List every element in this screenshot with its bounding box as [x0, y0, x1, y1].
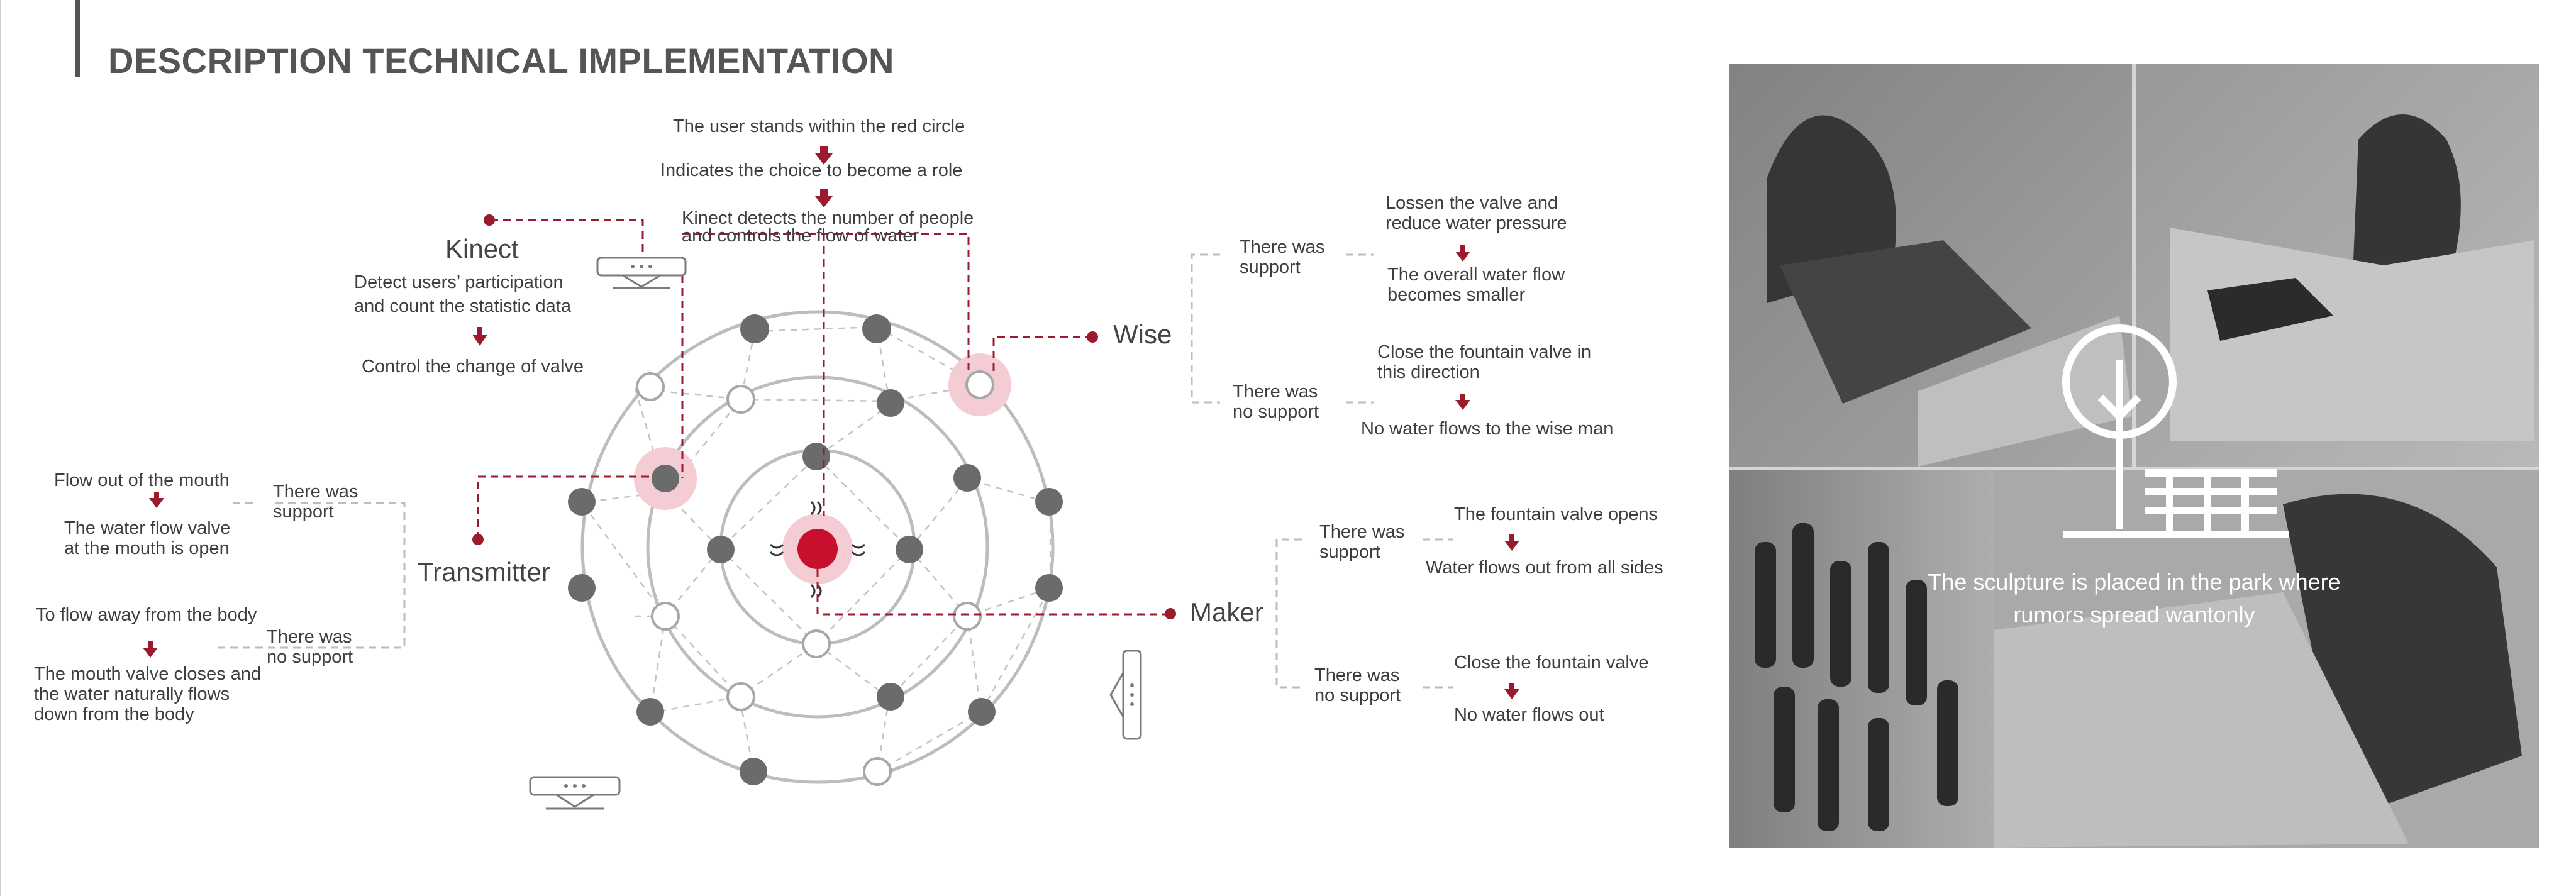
node-gray — [953, 464, 981, 492]
arrow-down — [815, 189, 833, 207]
photo-collage-image — [1729, 64, 2539, 848]
node-gray — [707, 536, 735, 563]
transmitter-support: There was support — [273, 482, 358, 522]
transmitter-dot — [472, 534, 484, 545]
maker-support-top: The fountain valve opens — [1454, 504, 1658, 524]
center-flow-step-2: Indicates the choice to become a role — [660, 158, 962, 182]
wise-support: There was support — [1240, 237, 1324, 277]
maker-support-bottom: Water flows out from all sides — [1426, 558, 1663, 578]
arrow-down — [149, 492, 164, 508]
kinect-dot — [484, 214, 495, 226]
node-gray — [636, 698, 664, 726]
node-gray — [896, 536, 923, 563]
center-user-node — [797, 529, 838, 569]
transmitter-no-support-top: To flow away from the body — [36, 605, 257, 625]
transmitter-bracket — [214, 503, 404, 648]
wise-bracket — [1192, 255, 1220, 402]
node-white — [967, 372, 993, 398]
wise-dot — [1087, 331, 1098, 343]
photo-caption: The sculpture is placed in the park wher… — [1729, 566, 2539, 631]
arrow-down — [472, 327, 487, 346]
wise-no-support-top: Close the fountain valve in this directi… — [1377, 342, 1591, 382]
node-gray — [740, 314, 769, 343]
arrow-down — [1455, 245, 1470, 262]
maker-dot — [1165, 608, 1176, 619]
node-white — [954, 603, 980, 629]
arrow-down — [1455, 394, 1470, 410]
node-white — [637, 373, 663, 400]
maker-support: There was support — [1319, 522, 1404, 562]
arrow-down — [143, 641, 158, 658]
node-white — [864, 758, 891, 785]
maker-no-support-bottom: No water flows out — [1454, 705, 1604, 725]
wise-support-bottom: The overall water flow becomes smaller — [1387, 265, 1565, 305]
transmitter-no-support-bottom: The mouth valve closes and the water nat… — [34, 664, 261, 724]
kinect-label: Kinect — [445, 234, 519, 264]
node-white — [728, 683, 754, 710]
node-gray — [877, 683, 904, 711]
maker-label: Maker — [1190, 597, 1263, 628]
kinect-connector-right — [682, 234, 969, 371]
kinect-result: Control the change of valve — [362, 355, 584, 379]
maker-bracket — [1277, 539, 1302, 687]
node-gray — [1035, 488, 1063, 516]
node-gray — [877, 389, 904, 417]
wise-label: Wise — [1113, 319, 1172, 350]
node-white — [803, 631, 830, 657]
maker-no-support-top: Close the fountain valve — [1454, 653, 1649, 673]
node-gray — [568, 488, 596, 516]
photo-collage: The sculpture is placed in the park wher… — [1729, 64, 2539, 848]
wise-support-top: Lossen the valve and reduce water pressu… — [1385, 193, 1567, 233]
transmitter-no-support: There was no support — [267, 627, 353, 667]
kinect-desc-line1: Detect users’ participation — [354, 270, 564, 294]
node-white — [728, 386, 754, 412]
wise-bracket-branch — [1346, 255, 1374, 402]
wise-no-support: There was no support — [1233, 382, 1319, 422]
arrow-down — [1504, 683, 1519, 699]
center-flow-step-4: and controls the flow of water — [682, 224, 919, 248]
transmitter-connector — [478, 477, 650, 539]
maker-connector — [818, 569, 1170, 614]
node-gray — [652, 465, 679, 492]
maker-no-support: There was no support — [1314, 665, 1401, 705]
node-gray — [1035, 574, 1063, 602]
center-flow-step-1: The user stands within the red circle — [673, 114, 965, 138]
wise-no-support-bottom: No water flows to the wise man — [1361, 419, 1613, 439]
transmitter-support-bottom: The water flow valve at the mouth is ope… — [64, 518, 230, 558]
transmitter-support-top: Flow out of the mouth — [54, 470, 230, 490]
node-gray — [568, 574, 596, 602]
node-gray — [862, 314, 891, 343]
kinect-desc-line2: and count the statistic data — [354, 294, 571, 318]
node-gray — [968, 698, 996, 726]
node-gray — [802, 443, 830, 470]
transmitter-label: Transmitter — [418, 557, 550, 587]
wise-connector — [994, 337, 1091, 371]
arrow-down — [1504, 534, 1519, 551]
node-gray — [740, 758, 767, 785]
node-white — [652, 603, 679, 629]
